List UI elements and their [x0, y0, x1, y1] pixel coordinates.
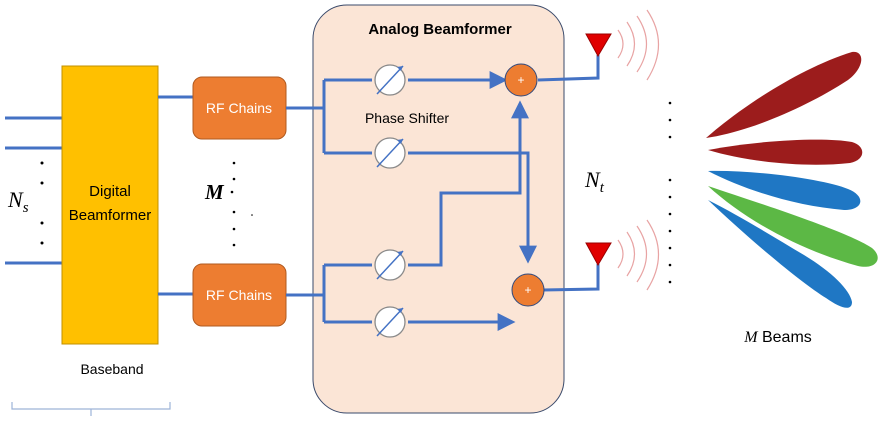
phase-shifter-2 — [374, 137, 406, 169]
beams — [706, 51, 878, 308]
ns-label: Ns — [7, 187, 29, 216]
beam-1 — [706, 51, 862, 138]
analog-wiring — [286, 55, 600, 331]
adder-top: + — [504, 63, 538, 97]
input-streams — [5, 116, 62, 265]
m-label: M — [204, 180, 225, 204]
digital-beamformer-label-1: Digital — [89, 183, 131, 200]
antenna-bottom-icon — [585, 242, 612, 267]
m-dots — [230, 161, 253, 247]
phase-shifter-label: Phase Shifter — [365, 110, 449, 126]
digital-beamformer-label-2: Beamformer — [69, 207, 152, 224]
beam-4 — [708, 186, 878, 267]
beam-5 — [708, 200, 852, 308]
analog-beamformer-title: Analog Beamformer — [368, 21, 512, 38]
adder-bottom-symbol: + — [524, 283, 531, 297]
beams-label: M Beams — [743, 329, 812, 346]
waves-top — [617, 9, 659, 81]
baseband-brace — [11, 402, 171, 416]
digital-rf-wires — [158, 95, 193, 296]
digital-beamformer-block — [61, 65, 159, 345]
analog-beamformer-box — [312, 4, 565, 414]
adder-top-symbol: + — [517, 73, 524, 87]
rf-chain-top-label: RF Chains — [206, 100, 272, 116]
beam-3 — [708, 170, 861, 210]
phase-shifter-4 — [374, 306, 406, 338]
baseband-label: Baseband — [80, 361, 143, 377]
nt-label: Nt — [584, 167, 605, 196]
antenna-dots — [668, 101, 672, 284]
phase-shifter-1 — [374, 64, 406, 96]
beam-2 — [708, 139, 863, 165]
rf-chain-bottom-label: RF Chains — [206, 287, 272, 303]
phase-shifter-3 — [374, 249, 406, 281]
antenna-top-icon — [585, 33, 612, 58]
adder-bottom: + — [511, 273, 545, 307]
waves-bottom — [617, 219, 659, 291]
input-dots — [40, 161, 44, 245]
